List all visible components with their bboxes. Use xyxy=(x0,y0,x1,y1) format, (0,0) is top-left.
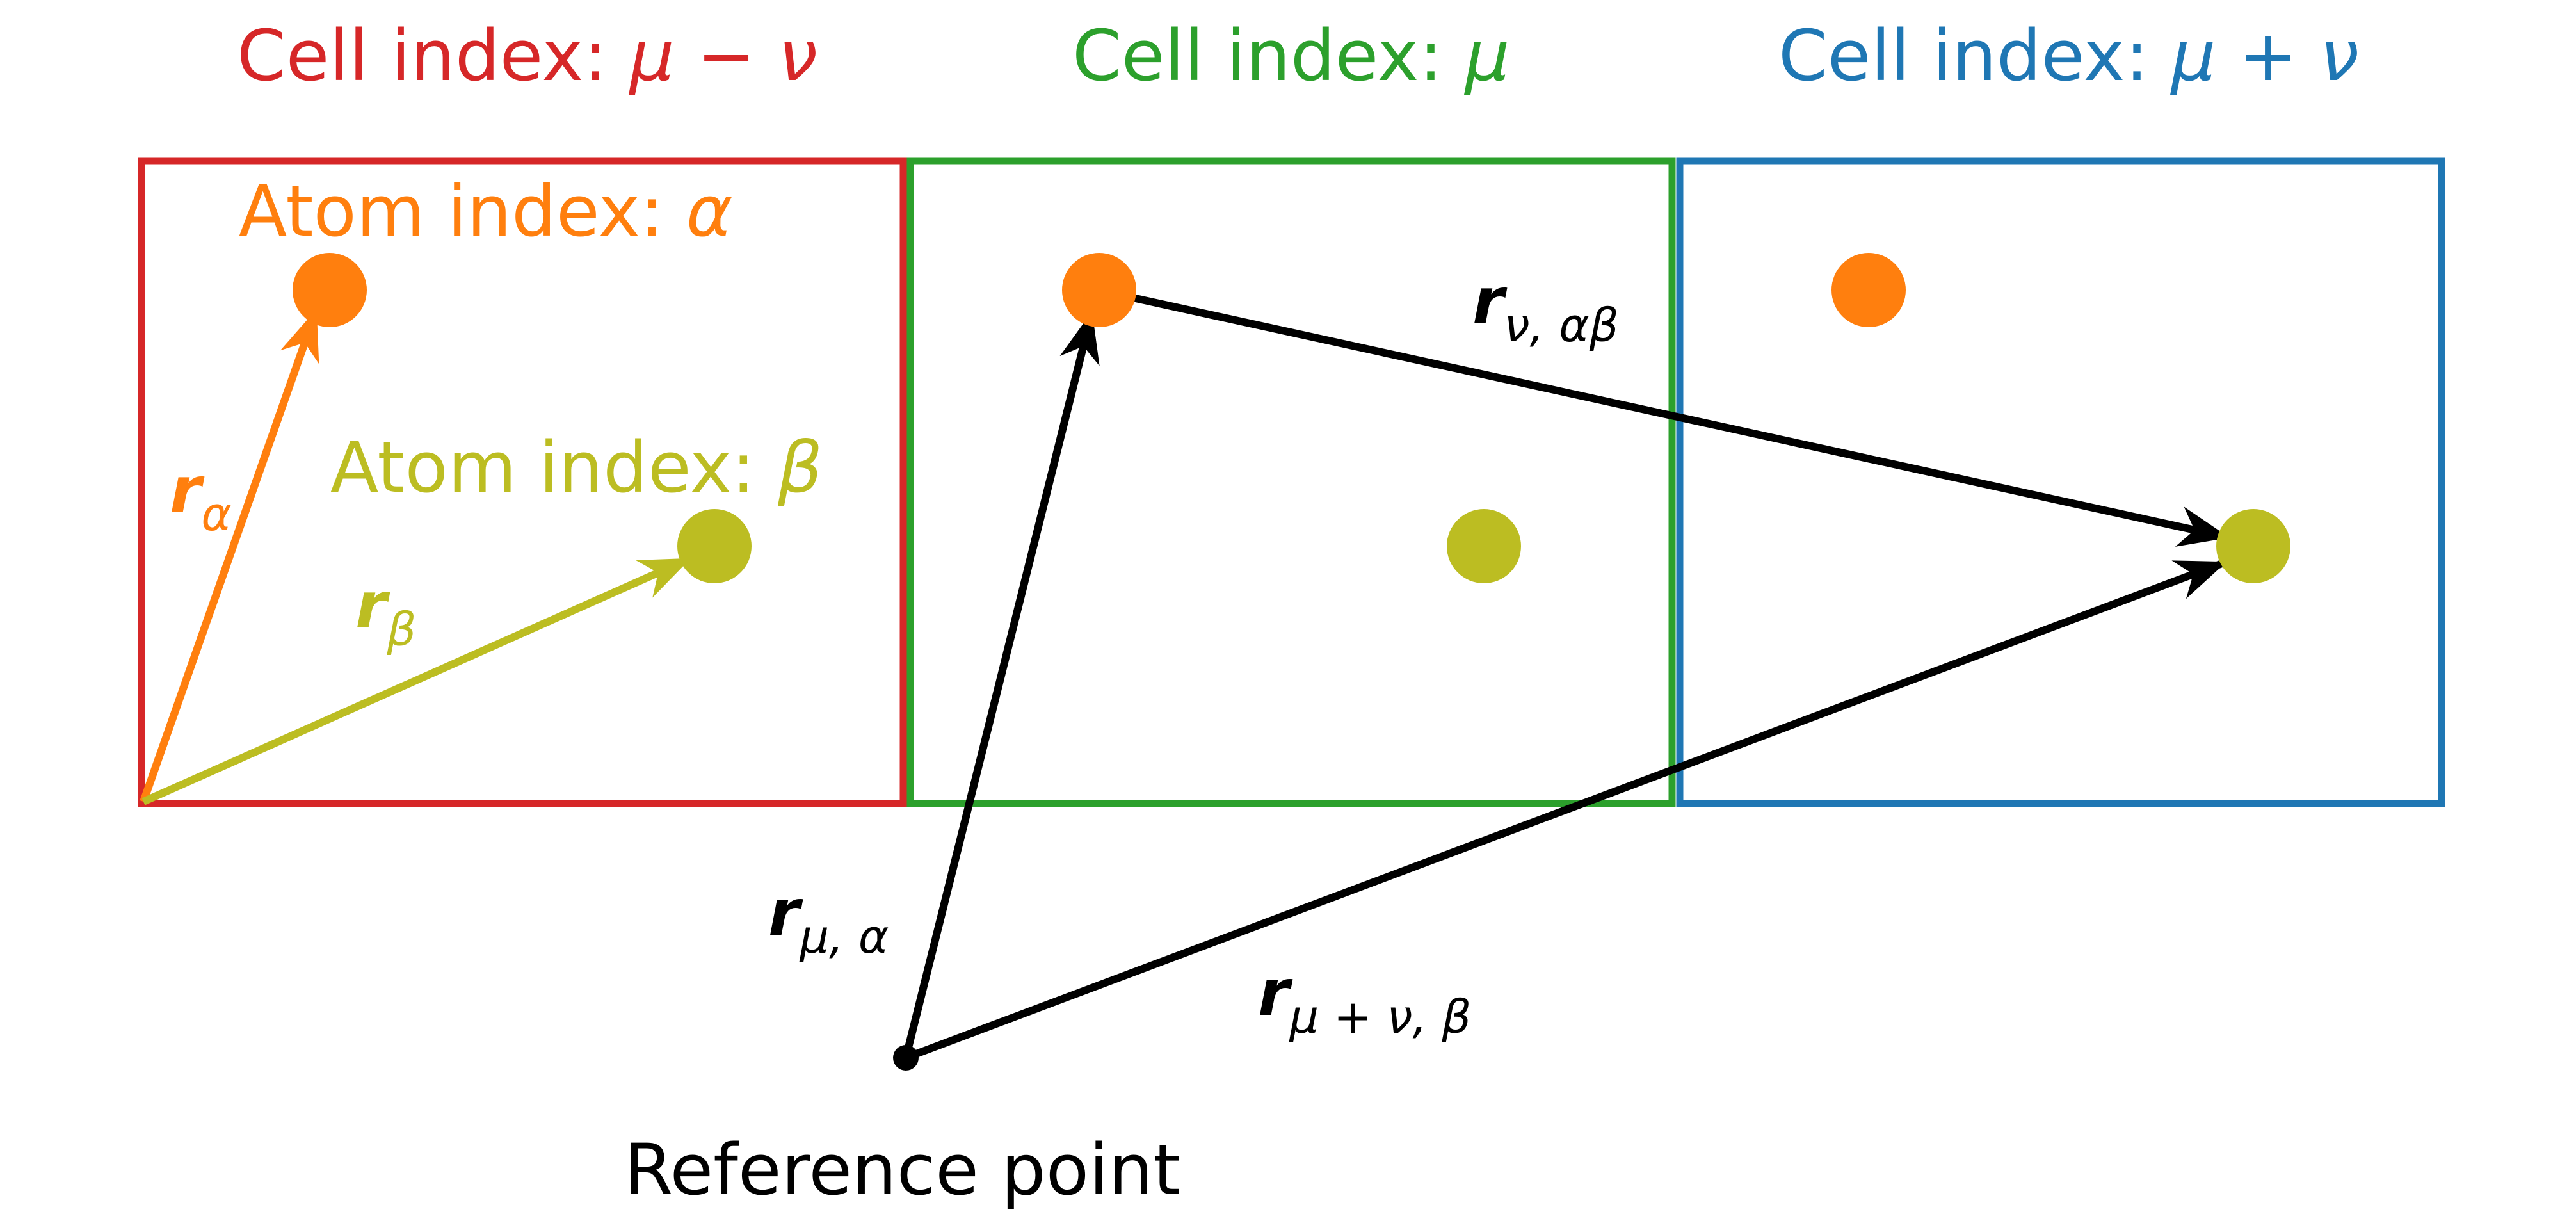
cell-box-mu-minus-nu xyxy=(138,157,907,807)
atom-label-beta: Atom index: β xyxy=(330,426,823,508)
vector-r-munu-beta xyxy=(904,560,2227,1062)
atom-alpha-cell-2 xyxy=(1062,253,1136,327)
cell-title-mu: Cell index: μ xyxy=(1072,15,1510,97)
label-r-mu-alpha: rμ, α xyxy=(768,875,889,964)
atom-beta-cell-3 xyxy=(2216,509,2290,583)
atom-beta-cell-1 xyxy=(677,509,752,583)
cell-title-mu-plus-nu: Cell index: μ + ν xyxy=(1778,15,2359,97)
reference-point-dot xyxy=(893,1045,919,1071)
label-r-alpha: rα xyxy=(170,453,232,541)
cell-title-mu-minus-nu: Cell index: μ − ν xyxy=(237,15,817,97)
reference-point-label: Reference point xyxy=(624,1129,1180,1211)
atom-label-alpha: Atom index: α xyxy=(239,170,732,252)
atom-alpha-cell-3 xyxy=(1831,253,1906,327)
vector-r-mu-alpha xyxy=(902,311,1100,1059)
label-r-nu-alphabeta: rν, αβ xyxy=(1472,264,1619,352)
vector-r-nu-alphabeta xyxy=(1129,293,2230,547)
vector-r-beta xyxy=(141,556,691,805)
cell-box-mu xyxy=(906,157,1676,807)
label-r-munu-beta: rμ + ν, β xyxy=(1258,955,1471,1044)
label-r-beta: rβ xyxy=(355,568,416,656)
cell-box-mu-plus-nu xyxy=(1676,157,2445,807)
atom-beta-cell-2 xyxy=(1447,509,1521,583)
atom-alpha-cell-1 xyxy=(293,253,367,327)
vector-r-alpha xyxy=(140,309,319,803)
